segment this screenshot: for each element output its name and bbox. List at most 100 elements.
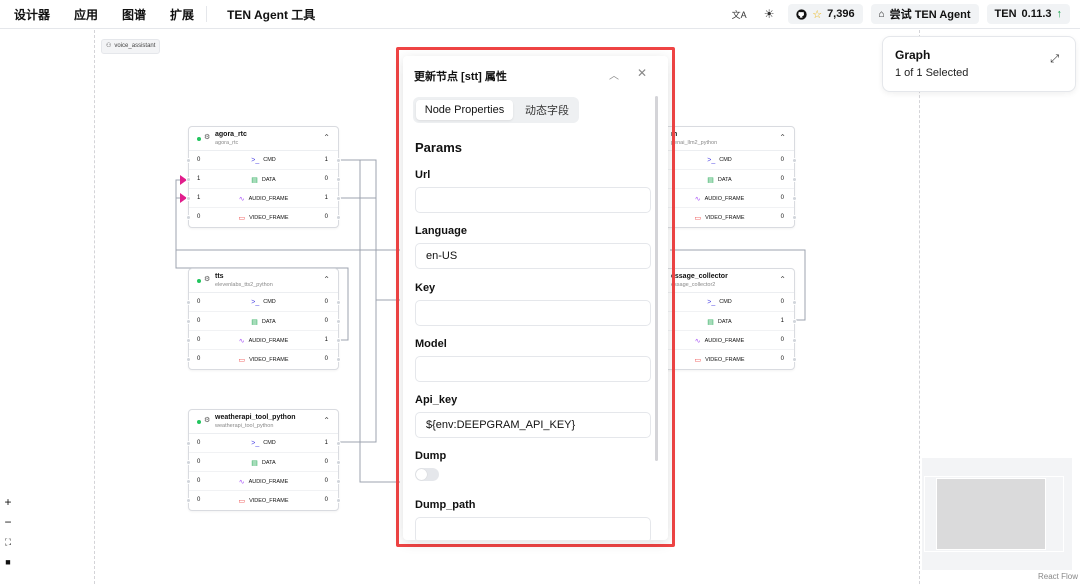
try-ten-agent-button[interactable]: ⌂ 尝试 TEN Agent (870, 4, 979, 24)
close-icon[interactable]: ✕ (637, 66, 648, 80)
chevron-up-icon[interactable]: ⌃ (323, 416, 330, 425)
port-label: VIDEO_FRAME (249, 498, 289, 504)
input-handle[interactable] (186, 357, 191, 362)
input-count: 0 (197, 157, 201, 163)
port-label: AUDIO_FRAME (248, 479, 289, 485)
graph-name-badge[interactable]: ⚇ voice_assistant (101, 39, 161, 54)
chevron-up-icon[interactable]: ⌃ (779, 275, 786, 284)
output-handle[interactable] (792, 215, 797, 220)
output-handle[interactable] (792, 357, 797, 362)
minimap-viewport (924, 476, 1064, 552)
expand-icon[interactable]: ⤢ (1050, 53, 1059, 65)
model-input[interactable] (415, 356, 651, 382)
github-stars-button[interactable]: ☆ 7,396 (788, 4, 863, 24)
language-input[interactable]: en-US (415, 243, 651, 269)
database-icon: ▤ (707, 177, 714, 184)
menu-extensions[interactable]: 扩展 (170, 7, 195, 22)
input-count: 0 (197, 459, 201, 465)
input-handle[interactable] (186, 319, 191, 324)
minimap[interactable] (922, 458, 1072, 570)
output-count: 0 (780, 157, 784, 163)
node-weatherapi-tool[interactable]: ⚙ weatherapi_tool_python weatherapi_tool… (186, 409, 341, 511)
node-message-collector[interactable]: ⚙ essage_collector essage_collector2 ⌃ >… (644, 268, 797, 370)
theme-toggle-icon[interactable]: ☀ (763, 7, 775, 21)
react-flow-attribution[interactable]: React Flow (1037, 572, 1078, 581)
graph-card-title: Graph (895, 48, 931, 62)
dialog-scrollbar[interactable] (655, 96, 658, 461)
output-handle[interactable] (336, 479, 341, 484)
output-handle[interactable] (336, 158, 341, 163)
dump-path-input[interactable] (415, 517, 651, 540)
input-handle[interactable] (186, 196, 191, 201)
chevron-up-icon[interactable]: ⌃ (779, 133, 786, 142)
output-handle[interactable] (336, 177, 341, 182)
api-key-input[interactable]: ${env:DEEPGRAM_API_KEY} (415, 412, 651, 438)
output-handle[interactable] (336, 319, 341, 324)
chevron-up-icon[interactable]: ⌃ (323, 275, 330, 284)
input-handle[interactable] (186, 460, 191, 465)
output-handle[interactable] (336, 357, 341, 362)
output-handle[interactable] (336, 498, 341, 503)
dialog-highlight-outline (396, 47, 675, 547)
input-handle[interactable] (186, 498, 191, 503)
top-navigation-bar: 设计器 应用 图谱 扩展 TEN Agent 工具 文A ☀ ☆ 7,396 ⌂… (0, 0, 1080, 29)
output-handle[interactable] (792, 196, 797, 201)
input-handle[interactable] (186, 158, 191, 163)
tab-dynamic-fields[interactable]: 动态字段 (525, 105, 569, 117)
node-addon: essage_collector2 (671, 282, 716, 288)
output-count: 0 (324, 497, 328, 503)
output-handle[interactable] (336, 338, 341, 343)
menu-graphs[interactable]: 图谱 (122, 7, 147, 22)
star-icon: ☆ (812, 8, 823, 21)
output-handle[interactable] (336, 215, 341, 220)
robot-icon: ⌂ (878, 8, 885, 20)
output-handle[interactable] (792, 300, 797, 305)
output-handle[interactable] (792, 319, 797, 324)
tab-node-properties[interactable]: Node Properties (416, 100, 513, 120)
output-handle[interactable] (792, 177, 797, 182)
chevron-up-icon[interactable]: ⌃ (323, 133, 330, 142)
key-label: Key (415, 282, 436, 294)
output-count: 0 (780, 214, 784, 220)
node-addon: penai_llm2_python (671, 140, 718, 146)
status-dot (197, 279, 201, 283)
input-handle[interactable] (186, 300, 191, 305)
status-dot (197, 137, 201, 141)
output-handle[interactable] (792, 338, 797, 343)
dialog-tabs: Node Properties 动态字段 (413, 97, 579, 123)
fit-view-icon[interactable]: ⛶ (4, 536, 12, 547)
output-handle[interactable] (792, 158, 797, 163)
github-star-count: 7,396 (827, 8, 855, 20)
lock-icon[interactable]: ■ (5, 557, 11, 567)
output-handle[interactable] (336, 441, 341, 446)
zoom-in-icon[interactable]: + (4, 495, 12, 509)
output-handle[interactable] (336, 460, 341, 465)
chevron-up-icon[interactable]: ︿ (609, 71, 619, 82)
node-name: tts (215, 273, 224, 280)
video-camera-icon: ▭ (238, 357, 246, 364)
input-count: 0 (197, 356, 201, 362)
url-input[interactable] (415, 187, 651, 213)
input-handle[interactable] (186, 215, 191, 220)
key-input[interactable] (415, 300, 651, 326)
menu-apps[interactable]: 应用 (74, 7, 99, 22)
input-handle[interactable] (186, 338, 191, 343)
input-handle[interactable] (186, 441, 191, 446)
output-count: 0 (324, 176, 328, 182)
menu-ten-agent-tools[interactable]: TEN Agent 工具 (227, 7, 316, 22)
output-handle[interactable] (336, 196, 341, 201)
input-handle[interactable] (186, 177, 191, 182)
zoom-out-icon[interactable]: − (4, 515, 12, 529)
translate-icon[interactable]: 文A (731, 9, 747, 20)
output-handle[interactable] (336, 300, 341, 305)
menu-designer[interactable]: 设计器 (14, 7, 51, 22)
version-badge[interactable]: TEN 0.11.3 ↑ (986, 4, 1070, 24)
input-handle[interactable] (186, 479, 191, 484)
dump-toggle[interactable] (415, 468, 439, 481)
version-number: 0.11.3 (1021, 8, 1052, 20)
